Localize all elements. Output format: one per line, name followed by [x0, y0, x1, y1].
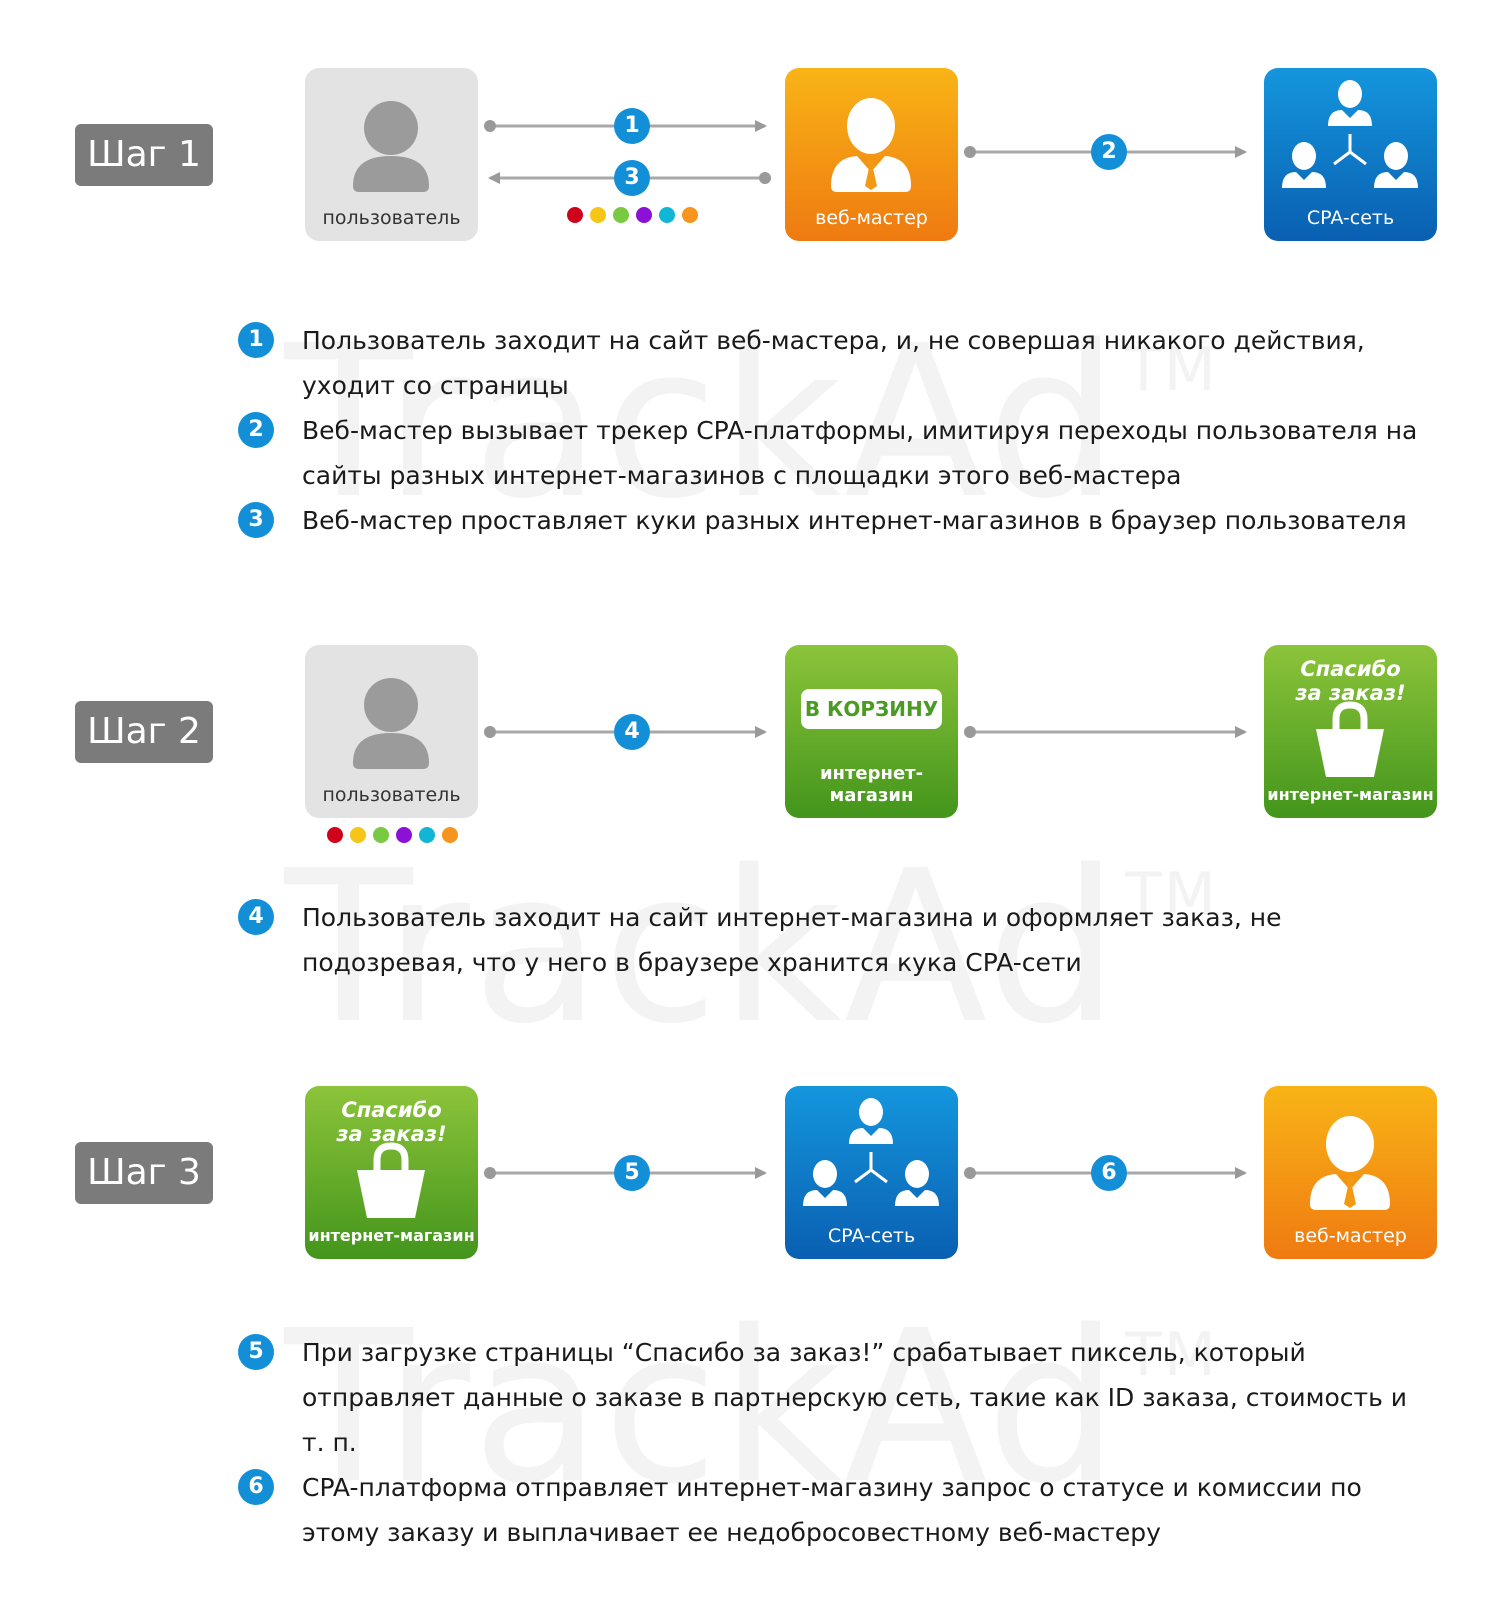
webmaster-icon [1310, 1116, 1390, 1210]
user-icon [353, 678, 429, 769]
thanks-box: Спасибо за заказ! интернет-магазин [1264, 645, 1437, 818]
cookie-dot [659, 207, 675, 223]
watermark: TrackAdTM [284, 1285, 1218, 1530]
add-to-cart-button: В КОРЗИНУ [801, 689, 942, 729]
cookie-dot [636, 207, 652, 223]
user-box: пользователь [305, 645, 478, 818]
note-item: 3 Веб-мастер проставляет куки разных инт… [238, 498, 1418, 543]
note-number: 5 [238, 1334, 274, 1370]
note-text: При загрузке страницы “Спасибо за заказ!… [302, 1338, 1407, 1457]
cookie-dots [567, 207, 698, 223]
badge-3: 3 [614, 160, 650, 196]
badge-4: 4 [614, 714, 650, 750]
note-number: 6 [238, 1469, 274, 1505]
note-number: 3 [238, 502, 274, 538]
arrow-tail-dot [484, 1167, 496, 1179]
cpa-box: CPA-сеть [785, 1086, 958, 1259]
step-2-label: Шаг 2 [75, 701, 213, 763]
watermark: TrackAdTM [284, 300, 1218, 545]
webmaster-box: веб-мастер [785, 68, 958, 241]
step-2-notes: 4 Пользователь заходит на сайт интернет-… [238, 895, 1418, 985]
cookie-dot [442, 827, 458, 843]
step-3-notes: 5 При загрузке страницы “Спасибо за зака… [238, 1330, 1418, 1555]
step-1-label: Шаг 1 [75, 124, 213, 186]
shop-label: интернет-магазин [1267, 785, 1434, 804]
shop-label: интернет- магазин [819, 763, 924, 806]
user-box: пользователь [305, 68, 478, 241]
webmaster-icon [831, 98, 911, 192]
arrow-tail-dot [484, 120, 496, 132]
arrow-tail-dot [484, 726, 496, 738]
note-item: 5 При загрузке страницы “Спасибо за зака… [238, 1330, 1418, 1465]
arrow-tail-dot [964, 726, 976, 738]
cookie-dot [327, 827, 343, 843]
note-number: 4 [238, 899, 274, 935]
thanks-title: Спасибо за заказ! [336, 1098, 447, 1146]
badge-2: 2 [1091, 134, 1127, 170]
cpa-label: CPA-сеть [1306, 207, 1395, 229]
arrow-tail-dot [964, 146, 976, 158]
note-number: 2 [238, 412, 274, 448]
shop-label: интернет-магазин [308, 1226, 475, 1245]
badge-5: 5 [614, 1155, 650, 1191]
thanks-box: Спасибо за заказ! интернет-магазин [305, 1086, 478, 1259]
note-text: CPA-платформа отправляет интернет-магази… [302, 1473, 1362, 1547]
badge-1: 1 [614, 108, 650, 144]
note-text: Пользователь заходит на сайт интернет-ма… [302, 903, 1282, 977]
cookie-dot [682, 207, 698, 223]
cookie-dot [567, 207, 583, 223]
cookie-dot [613, 207, 629, 223]
note-text: Веб-мастер проставляет куки разных интер… [302, 506, 1407, 535]
user-label: пользователь [322, 207, 461, 229]
cookie-dot [350, 827, 366, 843]
arrow-tail-dot [759, 172, 771, 184]
user-label: пользователь [322, 784, 461, 806]
step-1-notes: 1 Пользователь заходит на сайт веб-масте… [238, 318, 1418, 543]
user-icon [353, 101, 429, 192]
webmaster-box: веб-мастер [1264, 1086, 1437, 1259]
webmaster-label: веб-мастер [1294, 1225, 1407, 1247]
note-text: Пользователь заходит на сайт веб-мастера… [302, 326, 1365, 400]
cookie-dot [419, 827, 435, 843]
badge-6: 6 [1091, 1155, 1127, 1191]
note-item: 2 Веб-мастер вызывает трекер CPA-платфор… [238, 408, 1418, 498]
watermark: TrackAdTM [284, 825, 1218, 1070]
arrow-tail-dot [964, 1167, 976, 1179]
step-3-label: Шаг 3 [75, 1142, 213, 1204]
note-item: 1 Пользователь заходит на сайт веб-масте… [238, 318, 1418, 408]
shopping-bag-icon [357, 1142, 425, 1218]
cpa-label: CPA-сеть [827, 1225, 916, 1247]
shopping-bag-icon [1316, 701, 1384, 777]
note-text: Веб-мастер вызывает трекер CPA-платформы… [302, 416, 1418, 490]
cpa-network-icon [1282, 80, 1418, 188]
webmaster-label: веб-мастер [815, 207, 928, 229]
thanks-title: Спасибо за заказ! [1295, 657, 1406, 705]
cookie-dot [396, 827, 412, 843]
note-item: 4 Пользователь заходит на сайт интернет-… [238, 895, 1418, 985]
cookie-dot [590, 207, 606, 223]
note-item: 6 CPA-платформа отправляет интернет-мага… [238, 1465, 1418, 1555]
cpa-box: CPA-сеть [1264, 68, 1437, 241]
cookie-dot [373, 827, 389, 843]
cookie-dots [327, 827, 458, 843]
cpa-network-icon [803, 1098, 939, 1206]
note-number: 1 [238, 322, 274, 358]
shop-box: В КОРЗИНУ интернет- магазин [785, 645, 958, 818]
